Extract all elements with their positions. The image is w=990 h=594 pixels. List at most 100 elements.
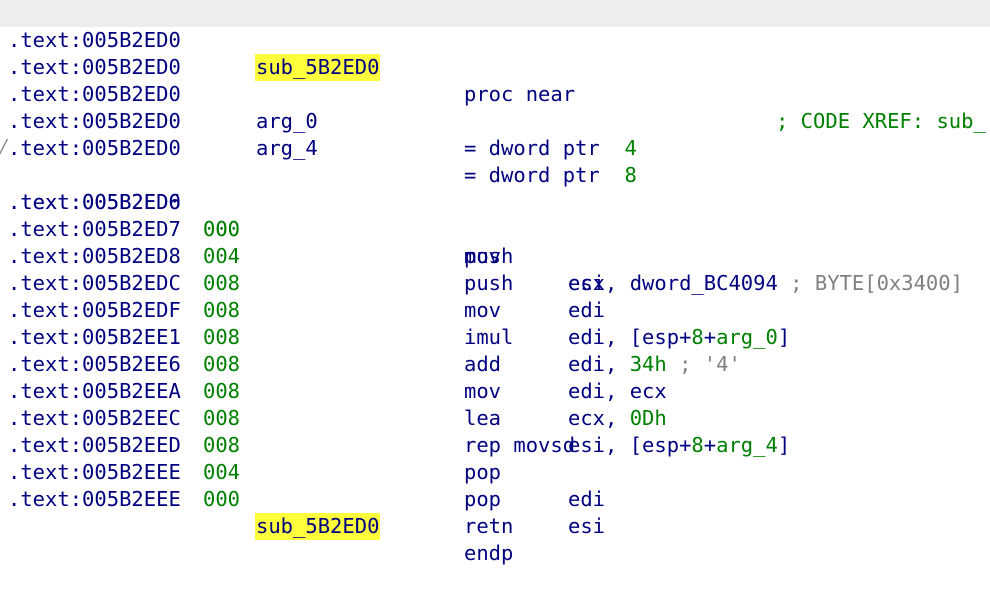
- arg-definition: = dword ptr 4: [464, 135, 637, 162]
- function-name-label[interactable]: sub_5B2ED0: [255, 54, 381, 81]
- address: .text:005B2ED0: [8, 136, 181, 160]
- stack-pointer-value: 000: [203, 487, 241, 511]
- stack-pointer-value: 000: [203, 217, 241, 241]
- mnemonic: push: [464, 244, 514, 268]
- endp-directive: endp: [464, 541, 514, 565]
- flow-arrow-icon: ╱: [0, 140, 8, 156]
- operand-text[interactable]: ecx, dword_BC4094: [568, 271, 778, 295]
- address: .text:005B2ED7: [8, 217, 181, 241]
- stack-pointer-value: 008: [203, 379, 241, 403]
- listing-line-instruction[interactable]: .text:005B2EED 004 pop esi: [0, 405, 990, 538]
- operand-prefix: esi, [esp+: [568, 433, 692, 457]
- operands[interactable]: esi: [568, 271, 606, 295]
- listing-line-instruction[interactable]: .text:005B2EE6 008 lea esi, [esp+8+arg_4…: [0, 324, 990, 457]
- operand-prefix: edi, [esp+: [568, 325, 692, 349]
- mnemonic: rep movsd: [464, 433, 576, 457]
- mnemonic: add: [464, 352, 502, 376]
- stack-pointer-value: 008: [203, 298, 241, 322]
- operand-comment: ; '4': [679, 352, 741, 376]
- address: .text:005B2ED6: [8, 190, 181, 214]
- stack-pointer-value: 008: [203, 406, 241, 430]
- operand-prefix: ecx,: [568, 406, 630, 430]
- arg-label[interactable]: arg_0: [256, 109, 318, 133]
- operands[interactable]: esi, [esp+8+arg_4]: [568, 432, 790, 459]
- address: .text:005B2ED0: [8, 82, 181, 106]
- operand-suffix: ]: [777, 433, 791, 457]
- operand-suffix: ]: [777, 325, 791, 349]
- xref-comment[interactable]: ; CODE XREF: sub_: [776, 109, 986, 133]
- operands[interactable]: esi: [568, 514, 606, 538]
- stack-pointer-value: 008: [203, 325, 241, 349]
- stack-pointer-value: 008: [203, 271, 241, 295]
- listing-line-instruction[interactable]: .text:005B2EDC 008 imul edi, 34h ; '4': [0, 243, 990, 376]
- address: .text:005B2EE6: [8, 352, 181, 376]
- operands[interactable]: ecx, dword_BC4094 ; BYTE[0x3400]: [568, 270, 963, 297]
- listing-line-arg[interactable]: .text:005B2ED0 arg_0 = dword ptr 4: [0, 54, 990, 160]
- operands[interactable]: edi: [568, 487, 606, 511]
- listing-line[interactable]: .text:005B2ED0: [0, 108, 990, 160]
- listing-line-instruction[interactable]: .text:005B2EDF 008 add edi, ecx: [0, 270, 990, 403]
- address: .text:005B2EEE: [8, 487, 181, 511]
- arg-type: = dword ptr: [464, 136, 600, 160]
- operands[interactable]: edi, 34h ; '4': [568, 351, 741, 378]
- mnemonic: imul: [464, 325, 514, 349]
- operand-plus: +: [703, 325, 717, 349]
- listing-line-arg[interactable]: .text:005B2ED0 arg_4 = dword ptr 8: [0, 81, 990, 187]
- mnemonic: mov: [464, 298, 502, 322]
- mnemonic: retn: [464, 514, 514, 538]
- listing-line-instruction[interactable]: .text:005B2EEC 008 pop edi: [0, 378, 990, 511]
- address: .text:005B2EDF: [8, 298, 181, 322]
- operands[interactable]: edi, [esp+8+arg_0]: [568, 324, 790, 351]
- proc-directive: proc near: [464, 82, 576, 106]
- disassembly-listing[interactable]: .text:005B2ED0 sub_5B2ED0 proc near ; CO…: [0, 0, 990, 565]
- address: .text:005B2ED0: [8, 28, 181, 52]
- listing-line[interactable]: .text:005B2ED0: [0, 27, 990, 79]
- function-name-label[interactable]: sub_5B2ED0: [255, 513, 381, 540]
- operand-number: 0Dh: [629, 406, 667, 430]
- arg-label[interactable]: arg_4: [256, 136, 318, 160]
- mnemonic: mov: [464, 379, 502, 403]
- address: .text:005B2ED0: [8, 55, 181, 79]
- address: .text:005B2ED8: [8, 244, 181, 268]
- arg-type: = dword ptr: [464, 163, 600, 187]
- operands[interactable]: edi: [568, 298, 606, 322]
- address: .text:005B2ED0: [8, 109, 181, 133]
- listing-line-instruction[interactable]: .text:005B2EE1 008 mov ecx, 0Dh: [0, 297, 990, 430]
- arg-offset: 8: [624, 163, 637, 187]
- listing-line-instruction[interactable]: .text:005B2ED8 008 mov edi, [esp+8+arg_0…: [0, 216, 990, 349]
- stack-pointer-value: 000: [203, 217, 241, 241]
- operand-number: 8: [691, 325, 704, 349]
- stack-pointer-value: 008: [203, 352, 241, 376]
- address: .text:005B2EE1: [8, 325, 181, 349]
- operand-arg-reference[interactable]: arg_0: [716, 325, 778, 349]
- operand-prefix: edi,: [568, 352, 630, 376]
- mnemonic: pop: [464, 487, 502, 511]
- listing-line-proc-start[interactable]: .text:005B2ED0 sub_5B2ED0 proc near ; CO…: [0, 0, 990, 133]
- stack-pointer-value: 004: [203, 460, 241, 484]
- listing-line-instruction[interactable]: .text:005B2EEE 000 retn: [0, 432, 990, 538]
- listing-line-instruction[interactable]: ╱ .text:005B2ED0 000 mov ecx, dword_BC40…: [0, 135, 990, 295]
- operand-arg-reference[interactable]: arg_4: [716, 433, 778, 457]
- listing-line-instruction[interactable]: .text:005B2EEA 008 rep movsd: [0, 351, 990, 457]
- listing-line-proc-end[interactable]: .text:005B2EEE sub_5B2ED0 endp: [0, 459, 990, 565]
- stack-pointer-value: 008: [203, 433, 241, 457]
- mnemonic: push: [464, 271, 514, 295]
- arg-definition: = dword ptr 8: [464, 162, 637, 189]
- operand-number: 34h: [629, 352, 667, 376]
- operand-number: 8: [691, 433, 704, 457]
- address: .text:005B2EEE: [8, 460, 181, 484]
- mnemonic: pop: [464, 460, 502, 484]
- listing-line-instruction[interactable]: .text:005B2ED6 000 push esi: [0, 162, 990, 295]
- address: .text:005B2EDC: [8, 271, 181, 295]
- listing-line-instruction[interactable]: .text:005B2ED7 004 push edi: [0, 189, 990, 322]
- address: .text:005B2ED0: [8, 190, 181, 214]
- operands[interactable]: ecx, 0Dh: [568, 405, 667, 432]
- operand-comment: ; BYTE[0x3400]: [790, 271, 963, 295]
- operands[interactable]: edi, ecx: [568, 379, 667, 403]
- stack-pointer-value: 004: [203, 244, 241, 268]
- address: .text:005B2EEC: [8, 406, 181, 430]
- address: .text:005B2EED: [8, 433, 181, 457]
- mnemonic: lea: [464, 406, 502, 430]
- operand-plus: +: [703, 433, 717, 457]
- address: .text:005B2EEA: [8, 379, 181, 403]
